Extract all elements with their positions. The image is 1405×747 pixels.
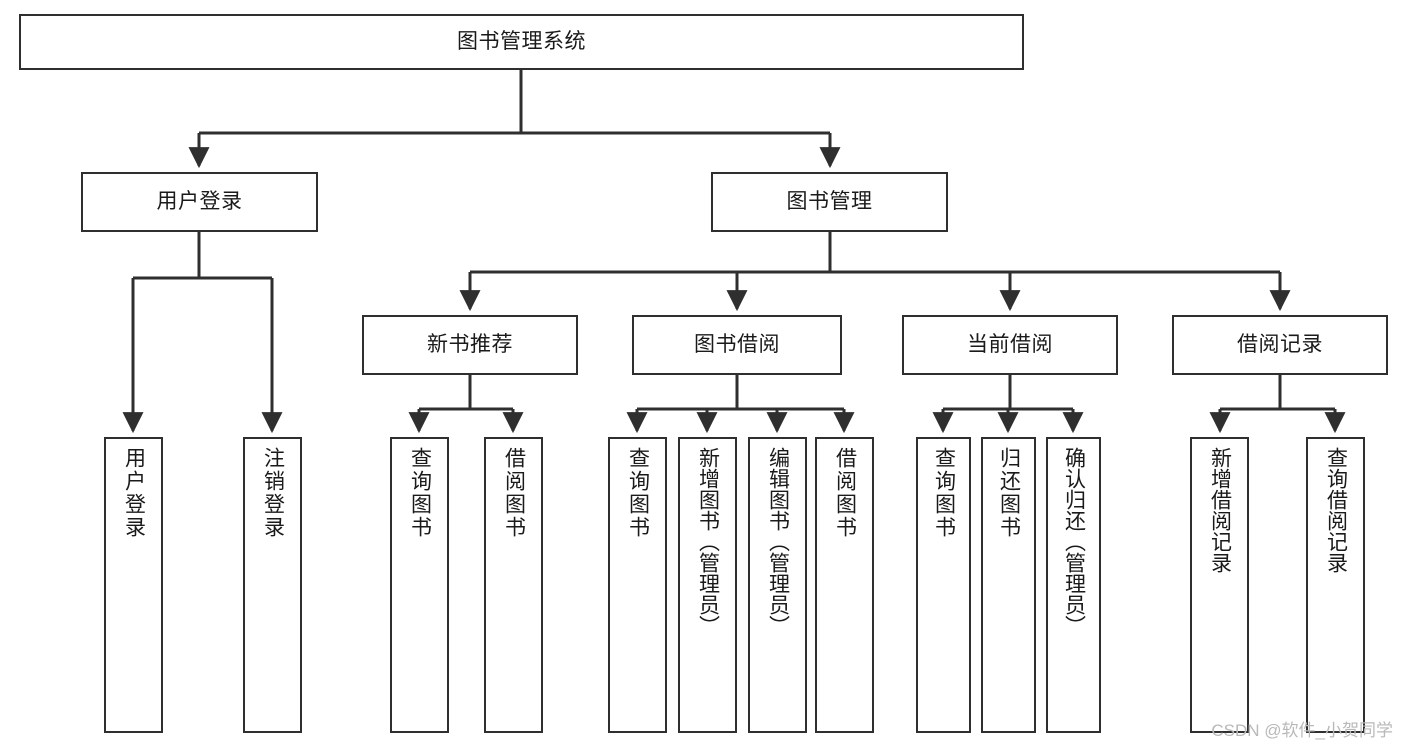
node-leaf-confirm-return[interactable]: 确认归还（管理员） [1046, 437, 1101, 733]
node-leaf-add-record-label: 新增借阅记录 [1208, 447, 1232, 573]
node-leaf-query-record[interactable]: 查询借阅记录 [1306, 437, 1365, 733]
node-leaf-add-record[interactable]: 新增借阅记录 [1190, 437, 1249, 733]
csdn-watermark: CSDN @软件_小贺同学 [1211, 721, 1393, 740]
node-leaf-confirm-return-label: 确认归还（管理员） [1062, 447, 1086, 636]
node-leaf-query-record-label: 查询借阅记录 [1324, 447, 1348, 573]
node-borrow-record[interactable]: 借阅记录 [1172, 315, 1388, 375]
node-leaf-user-logout[interactable]: 注销登录 [243, 437, 302, 733]
node-new-book-recommend[interactable]: 新书推荐 [362, 315, 578, 375]
node-leaf-return-book-label: 归还图书 [997, 447, 1021, 539]
node-leaf-add-book-label: 新增图书（管理员） [696, 447, 720, 636]
node-book-management-label: 图书管理 [786, 189, 873, 213]
node-leaf-borrow-book-1-label: 借阅图书 [502, 447, 526, 539]
node-leaf-query-book-2-label: 查询图书 [626, 447, 650, 539]
node-borrow-record-label: 借阅记录 [1237, 332, 1323, 356]
node-root-label: 图书管理系统 [457, 29, 586, 53]
node-leaf-query-book-2[interactable]: 查询图书 [608, 437, 667, 733]
node-book-management[interactable]: 图书管理 [711, 172, 948, 232]
node-user-login-label: 用户登录 [156, 189, 243, 213]
node-leaf-add-book[interactable]: 新增图书（管理员） [678, 437, 737, 733]
node-leaf-edit-book-label: 编辑图书（管理员） [766, 447, 790, 636]
node-leaf-query-book-1-label: 查询图书 [408, 447, 432, 539]
node-user-login[interactable]: 用户登录 [81, 172, 318, 232]
node-leaf-query-book-3-label: 查询图书 [932, 447, 956, 539]
node-leaf-borrow-book-1[interactable]: 借阅图书 [484, 437, 543, 733]
node-current-borrow-label: 当前借阅 [967, 332, 1053, 356]
node-new-book-recommend-label: 新书推荐 [427, 332, 513, 356]
node-current-borrow[interactable]: 当前借阅 [902, 315, 1118, 375]
node-leaf-borrow-book-2[interactable]: 借阅图书 [815, 437, 874, 733]
node-book-borrow-label: 图书借阅 [694, 332, 780, 356]
node-leaf-borrow-book-2-label: 借阅图书 [833, 447, 857, 539]
node-leaf-query-book-1[interactable]: 查询图书 [390, 437, 449, 733]
node-leaf-user-login-label: 用户登录 [122, 447, 146, 539]
node-root[interactable]: 图书管理系统 [19, 14, 1024, 70]
node-leaf-edit-book[interactable]: 编辑图书（管理员） [748, 437, 807, 733]
node-book-borrow[interactable]: 图书借阅 [632, 315, 842, 375]
node-leaf-query-book-3[interactable]: 查询图书 [916, 437, 971, 733]
node-leaf-return-book[interactable]: 归还图书 [981, 437, 1036, 733]
node-leaf-user-logout-label: 注销登录 [261, 447, 285, 539]
node-leaf-user-login[interactable]: 用户登录 [104, 437, 163, 733]
